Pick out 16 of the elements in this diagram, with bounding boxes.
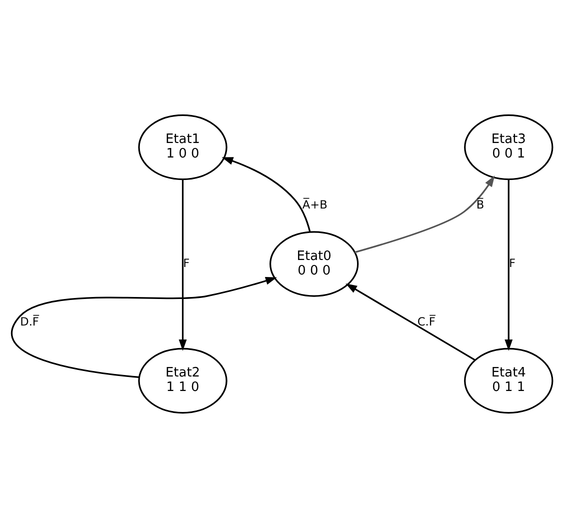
edge-label: D.F̅ [20,314,39,328]
edge-label: F [183,256,190,270]
node-ellipse: Etat3 0 0 1 [464,114,554,180]
arrow [222,156,311,232]
node-ellipse: Etat4 0 1 1 [464,347,554,414]
edge-label: A̅+B [302,197,328,212]
node-ellipse: Etat2 1 1 0 [138,347,228,414]
arrow [504,178,513,350]
arrow [178,178,187,350]
arrow [11,276,277,378]
arrow [346,282,476,360]
arrow [354,174,495,253]
edge-label: F [509,256,516,270]
edge-label: C.F̅ [417,314,436,328]
edge-label: B̅ [476,197,484,212]
node-ellipse: Etat1 1 0 0 [138,114,228,180]
